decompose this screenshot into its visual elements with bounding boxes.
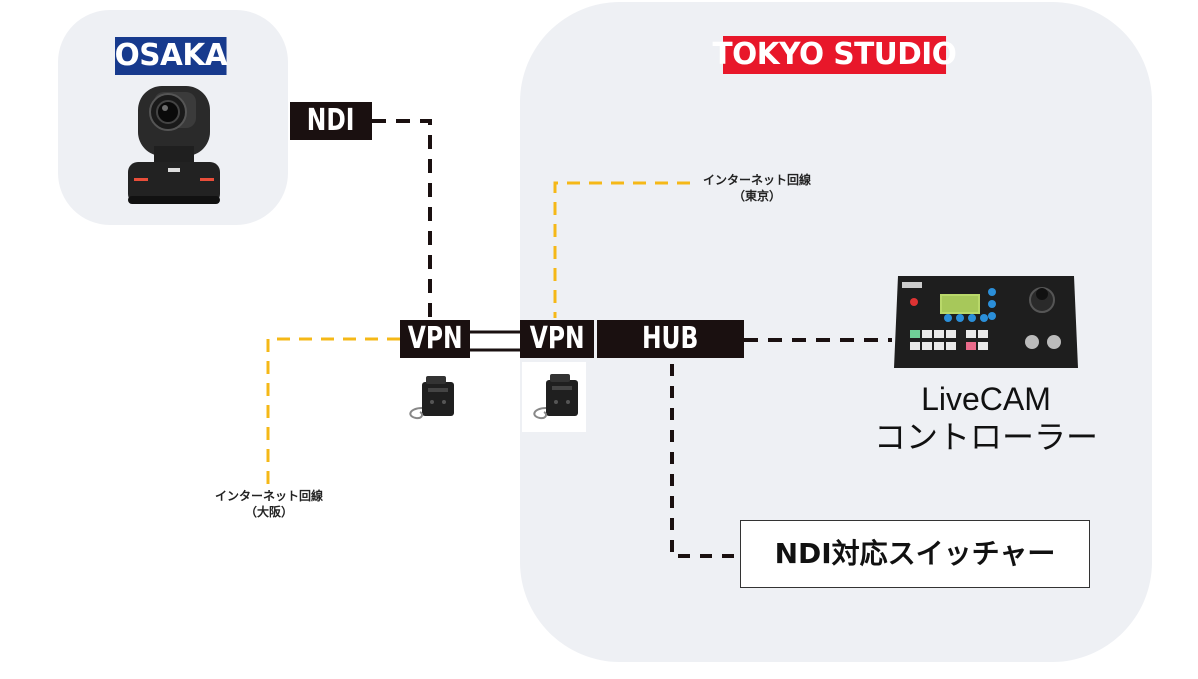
vpn-tokyo-tag: VPN (520, 320, 594, 358)
internet-tokyo-line (553, 181, 690, 318)
internet-tokyo-line2: （東京） (732, 189, 781, 203)
tokyo-studio-label-text: TOKYO STUDIO (712, 37, 957, 72)
vpn-osaka-text: VPN (407, 321, 463, 356)
internet-osaka-line (266, 337, 400, 484)
ndi-link-line (372, 119, 432, 318)
controller-label-line2: コントローラー (873, 419, 1098, 455)
internet-osaka-line1: インターネット回線 (214, 489, 323, 503)
osaka-label: OSAKA (115, 37, 227, 75)
controller-label: LiveCAM コントローラー (866, 380, 1106, 456)
osaka-label-text: OSAKA (114, 38, 228, 73)
vpn-router-icon (533, 374, 578, 420)
hub-switcher-line (670, 364, 740, 558)
hub-tag-text: HUB (642, 321, 699, 356)
internet-tokyo-line1: インターネット回線 (702, 173, 811, 187)
camera-controller-icon (894, 276, 1078, 368)
vpn-osaka-tag: VPN (400, 320, 470, 358)
ndi-tag: NDI (290, 102, 372, 140)
ndi-switcher-text: NDI対応スイッチャー (774, 537, 1056, 570)
vpn-router-tokyo-box (522, 362, 586, 432)
internet-osaka-label: インターネット回線 （大阪） (184, 488, 354, 520)
internet-osaka-line2: （大阪） (244, 505, 293, 519)
vpn-tunnel (470, 330, 520, 352)
internet-tokyo-label: インターネット回線 （東京） (672, 172, 842, 204)
ndi-tag-text: NDI (307, 103, 355, 138)
ptz-camera-icon (128, 86, 220, 204)
vpn-tokyo-text: VPN (529, 321, 585, 356)
hub-tag: HUB (597, 320, 744, 358)
ndi-switcher-box: NDI対応スイッチャー (740, 520, 1090, 588)
tokyo-studio-label: TOKYO STUDIO (713, 36, 957, 74)
controller-label-line1: LiveCAM (921, 381, 1051, 417)
vpn-router-icon (409, 376, 454, 420)
